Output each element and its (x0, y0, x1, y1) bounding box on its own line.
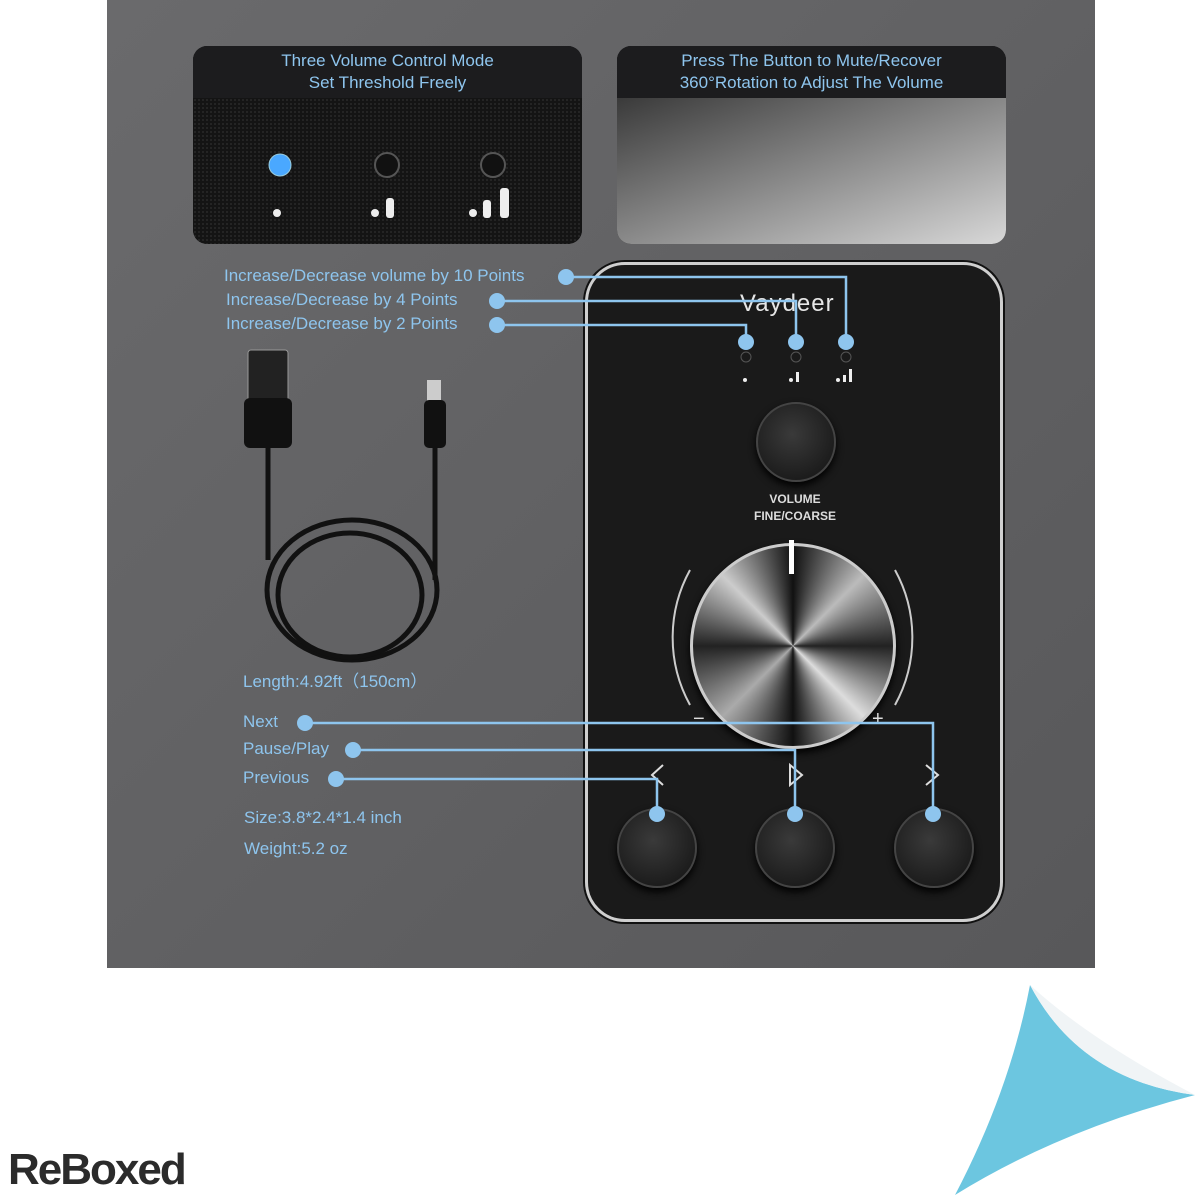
rotation-panel: Press The Button to Mute/Recover 360°Rota… (617, 46, 1006, 244)
callout-next: Next (243, 712, 278, 731)
rotation-title: Press The Button to Mute/Recover (681, 51, 942, 70)
callout-4-points: Increase/Decrease by 4 Points (226, 290, 458, 309)
brand-label: Vaydeer (740, 290, 835, 317)
fine-coarse-label: FINE/COARSE (753, 509, 836, 523)
page-curl-icon (955, 985, 1195, 1195)
callout-10-points: Increase/Decrease volume by 10 Points (224, 266, 525, 285)
level-2-icon (371, 198, 394, 218)
volume-label: VOLUME (769, 492, 821, 506)
plus-mark: + (872, 708, 884, 730)
modes-subtitle: Set Threshold Freely (308, 73, 467, 92)
modes-title: Three Volume Control Mode (281, 51, 494, 70)
callout-pause-play: Pause/Play (243, 739, 329, 758)
usb-cable-icon (244, 349, 446, 663)
led-icon (374, 152, 400, 178)
level-3-icon (469, 188, 509, 218)
level-1-icon (273, 209, 281, 217)
spec-size: Size:3.8*2.4*1.4 inch (244, 808, 402, 827)
spec-length: Length:4.92ft（150cm） (243, 672, 428, 691)
reboxed-logo: ReBoxed (8, 1145, 187, 1194)
minus-mark: − (693, 708, 705, 730)
mode-button[interactable] (756, 402, 836, 482)
led-active-icon (268, 153, 292, 177)
callout-previous: Previous (243, 768, 310, 787)
callout-2-points: Increase/Decrease by 2 Points (226, 314, 458, 333)
spec-weight: Weight:5.2 oz (244, 839, 348, 858)
led-icon (480, 152, 506, 178)
rotation-subtitle: 360°Rotation to Adjust The Volume (679, 73, 944, 92)
volume-knob[interactable] (690, 543, 896, 749)
